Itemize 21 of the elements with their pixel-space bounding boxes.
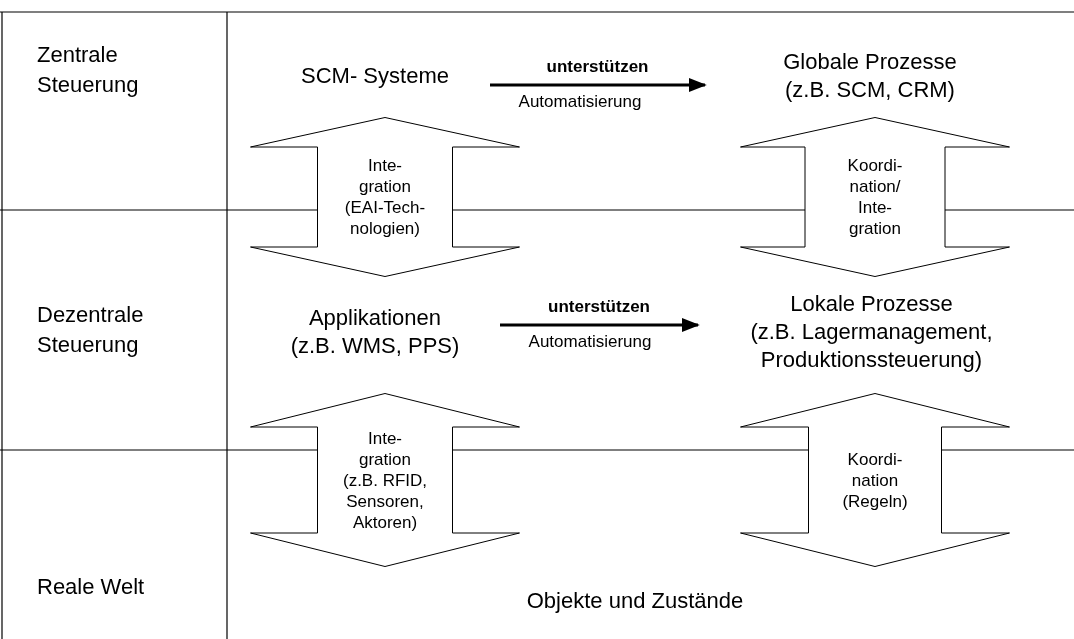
node-text: (z.B. WMS, PPS) xyxy=(290,332,460,360)
edge-label: unterstützen xyxy=(546,57,649,77)
row-label: Reale Welt xyxy=(37,573,146,601)
node-text: (z.B. SCM, CRM) xyxy=(785,76,955,104)
node-text: Objekte und Zustände xyxy=(526,587,744,615)
annotation-text: Automatisierung xyxy=(518,92,642,112)
arrow-label: Koordi- nation (Regeln) xyxy=(841,448,909,512)
row-label: Zentrale Steuerung xyxy=(37,41,140,99)
arrow-label: Inte- gration (z.B. RFID, Sensoren, Aktoren) xyxy=(342,427,428,533)
annotation-text: Automatisierung xyxy=(528,332,652,352)
arrow-label: Koordi- nation/ Inte- gration xyxy=(846,155,904,239)
node-text: SCM- Systeme xyxy=(301,62,449,90)
arrow xyxy=(500,317,700,333)
row-label: Dezentrale Steuerung xyxy=(37,301,145,359)
node-text: Applikationen xyxy=(308,304,442,332)
edge-label: unterstützen xyxy=(548,297,650,317)
node-text: (z.B. Lagermanagement, Produktionssteuerung) xyxy=(749,318,994,374)
arrow-label: Inte- gration (EAI-Tech- nologien) xyxy=(343,155,427,239)
arrow xyxy=(490,77,707,93)
node-text: Lokale Prozesse xyxy=(790,290,953,318)
node-text: Globale Prozesse xyxy=(783,48,957,76)
